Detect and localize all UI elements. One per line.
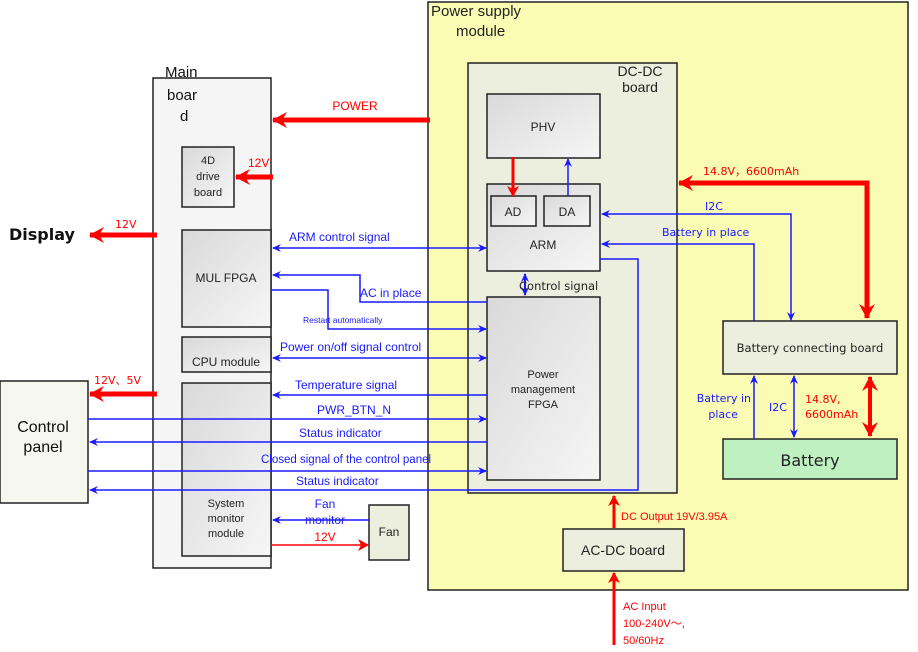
mul-fpga-label: MUL FPGA <box>196 271 257 285</box>
dc-output-label: DC Output 19V/3.95A <box>621 511 728 523</box>
ac-dc-board-label: AC-DC board <box>581 542 665 558</box>
power-mgmt-label-2: management <box>511 384 575 396</box>
status-1-label: Status indicator <box>299 426 382 440</box>
fan-block <box>368 504 410 561</box>
battery-label: Battery <box>780 451 839 470</box>
i2c-top-label: I2C <box>705 200 723 213</box>
fan-monitor-label-2: monitor <box>305 513 345 527</box>
battery-connecting-board <box>722 320 898 375</box>
drive-12v-label: 12V <box>248 156 269 170</box>
control-panel-power-label: 12V、5V <box>94 374 142 387</box>
power-onoff-label: Power on/off signal control <box>280 340 421 354</box>
temperature-label: Temperature signal <box>295 378 397 392</box>
dcdc-board-label-2: board <box>622 79 658 95</box>
signal-i2c-top <box>601 210 795 321</box>
drive-board-label-1: 4D <box>201 155 215 167</box>
battery-connecting-board-label: Battery connecting board <box>737 341 884 355</box>
signal-battery-in-place-top <box>601 240 755 321</box>
battery-to-board-label-1: 14.8V, <box>805 393 841 406</box>
i2c-bottom-label: I2C <box>769 401 787 414</box>
main-board-label-1: Main <box>165 64 198 81</box>
phv-label: PHV <box>531 120 556 134</box>
control-panel-label-1: Control <box>17 419 69 436</box>
control-panel <box>0 380 89 504</box>
da-label: DA <box>559 205 576 219</box>
battery-to-board-label-2: 6600mAh <box>805 408 858 421</box>
da-block <box>543 195 591 227</box>
ac-dc-board <box>562 528 685 572</box>
power-arrow-battery-dcdc <box>678 175 875 319</box>
pwr-btn-label: PWR_BTN_N <box>317 403 391 417</box>
battery-to-dcdc-label: 14.8V，6600mAh <box>703 165 799 178</box>
cpu-module-label: CPU module <box>192 355 260 369</box>
mul-fpga <box>181 229 272 328</box>
drive-board-label-3: board <box>194 187 222 199</box>
arm-control-label: ARM control signal <box>289 230 390 244</box>
main-board-label-2: boar <box>167 87 197 104</box>
restart-label: Restart automatically <box>303 315 383 325</box>
control-panel-label-2: panel <box>23 439 62 456</box>
system-monitor-label-3: module <box>208 528 244 540</box>
battery-in-place-top-label: Battery in place <box>662 226 750 239</box>
main-board-label-3: d <box>180 108 188 125</box>
ac-input-label-1: AC Input <box>623 601 666 613</box>
control-signal-label: Control signal <box>519 279 598 293</box>
ad-label: AD <box>505 205 522 219</box>
battery-block <box>722 438 898 480</box>
ac-in-place-label: AC in place <box>360 286 422 300</box>
system-monitor-module <box>181 382 272 557</box>
ac-input-label-2: 100-240V～, <box>623 618 685 630</box>
display-12v-label: 12V <box>115 218 137 231</box>
system-monitor-label-1: System <box>208 498 245 510</box>
display-label: Display <box>9 225 76 244</box>
power-management-fpga <box>486 296 601 481</box>
system-monitor-label-2: monitor <box>208 513 245 525</box>
signal-ac-in-place <box>272 271 487 303</box>
4d-drive-board <box>181 146 235 208</box>
fan-monitor-label-1: Fan <box>315 497 336 511</box>
drive-board-label-2: drive <box>196 171 220 183</box>
arm-label: ARM <box>530 238 557 252</box>
phv-block <box>486 93 601 159</box>
power-supply-module-label: Power supply <box>431 3 522 20</box>
ac-input-label-3: 50/60Hz <box>623 635 664 647</box>
power-mgmt-label-1: Power <box>527 369 559 381</box>
fan-label: Fan <box>379 525 400 539</box>
fan-12v-label: 12V <box>314 530 335 544</box>
status-2-label: Status indicator <box>296 474 379 488</box>
power-label: POWER <box>332 99 378 113</box>
power-supply-module-label-2: module <box>456 23 505 40</box>
signal-restart <box>271 289 487 333</box>
closed-signal-label: Closed signal of the control panel <box>261 454 431 466</box>
battery-in-place-bottom-label-2: place <box>708 408 738 421</box>
battery-in-place-bottom-label-1: Battery in <box>697 392 751 405</box>
cpu-module <box>181 336 272 373</box>
power-mgmt-label-3: FPGA <box>528 399 559 411</box>
dcdc-board-label: DC-DC <box>617 63 662 79</box>
